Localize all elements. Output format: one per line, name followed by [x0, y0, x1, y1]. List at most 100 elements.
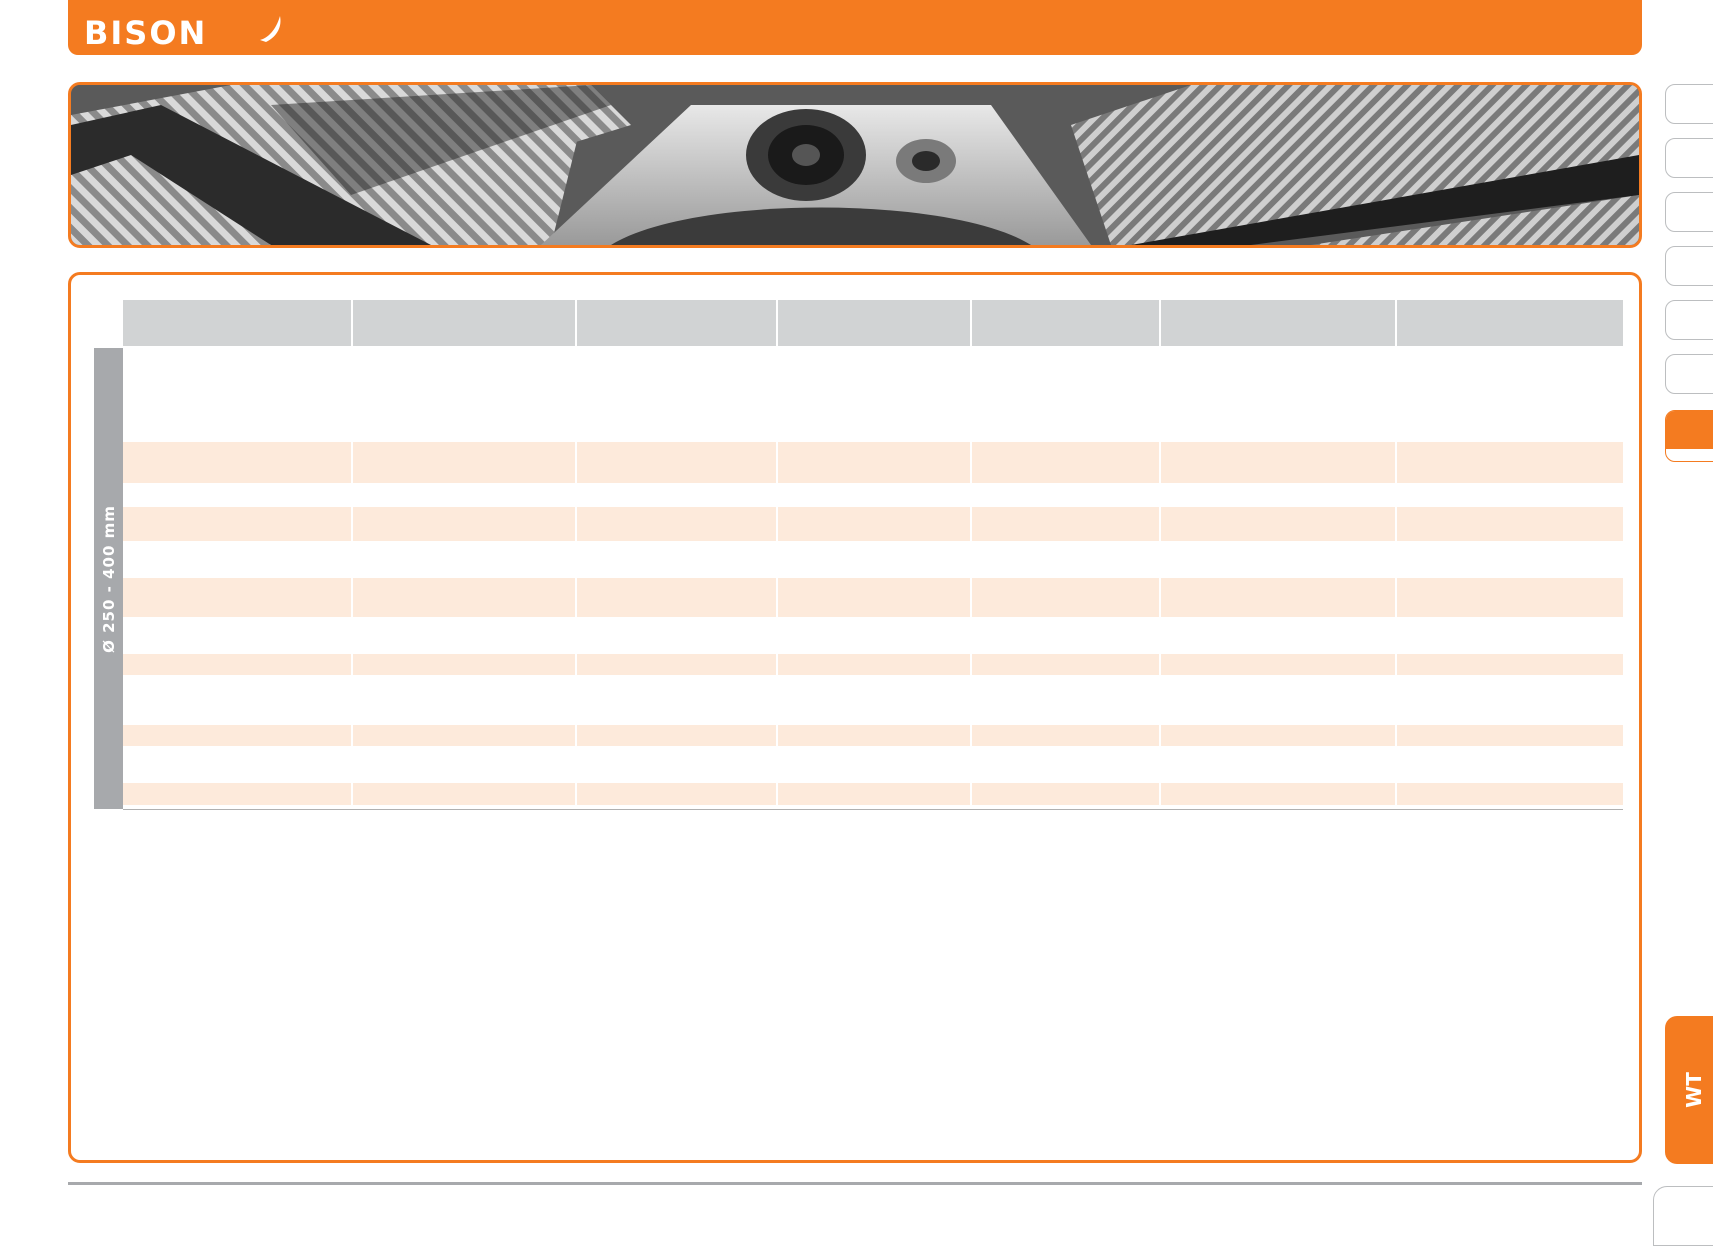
- table-cell: [353, 346, 577, 442]
- table-cell: [1161, 654, 1397, 675]
- table-cell: [577, 541, 778, 578]
- chapter-tab-1[interactable]: [1665, 84, 1713, 124]
- table-cell: [1397, 725, 1621, 746]
- table-cell: [1397, 783, 1621, 805]
- table-row: [123, 675, 1623, 725]
- table-cell: [778, 617, 972, 654]
- table-header-cell: [1397, 300, 1621, 346]
- table-cell: [123, 783, 353, 805]
- table-cell: [123, 578, 353, 617]
- table-cell: [577, 578, 778, 617]
- table-cell: [577, 654, 778, 675]
- table-cell: [123, 746, 353, 783]
- table-cell: [1397, 507, 1621, 541]
- table-cell: [972, 746, 1161, 783]
- chapter-tab-5[interactable]: [1665, 300, 1713, 340]
- table-cell: [353, 442, 577, 483]
- specification-table-panel: Ø 250 - 400 mm: [68, 272, 1642, 1163]
- spec-table: [123, 300, 1623, 805]
- chapter-tab-wt[interactable]: WT: [1665, 1016, 1713, 1164]
- table-cell: [1397, 578, 1621, 617]
- table-bottom-rule: [123, 809, 1623, 810]
- table-cell: [577, 746, 778, 783]
- table-cell: [577, 346, 778, 442]
- table-cell: [778, 541, 972, 578]
- table-cell: [1161, 442, 1397, 483]
- chapter-tabs: WT: [1663, 0, 1713, 1240]
- table-cell: [972, 617, 1161, 654]
- diameter-range-label: Ø 250 - 400 mm: [94, 348, 123, 809]
- table-cell: [123, 541, 353, 578]
- table-cell: [577, 675, 778, 725]
- table-cell: [353, 541, 577, 578]
- table-cell: [1161, 783, 1397, 805]
- table-cell: [778, 725, 972, 746]
- table-cell: [1397, 442, 1621, 483]
- table-row: [123, 442, 1623, 483]
- table-cell: [577, 783, 778, 805]
- footer-rule: [68, 1182, 1642, 1185]
- header-bar: BISON: [68, 0, 1642, 55]
- table-header-cell: [353, 300, 577, 346]
- table-header-cell: [577, 300, 778, 346]
- table-cell: [123, 442, 353, 483]
- table-cell: [1161, 746, 1397, 783]
- table-cell: [778, 507, 972, 541]
- chapter-tab-4[interactable]: [1665, 246, 1713, 286]
- table-row: [123, 483, 1623, 507]
- table-row: [123, 725, 1623, 746]
- table-cell: [123, 507, 353, 541]
- table-cell: [778, 578, 972, 617]
- table-cell: [972, 783, 1161, 805]
- chapter-tab-2[interactable]: [1665, 138, 1713, 178]
- table-cell: [1161, 675, 1397, 725]
- table-cell: [1397, 617, 1621, 654]
- table-row: [123, 746, 1623, 783]
- table-cell: [972, 654, 1161, 675]
- page-corner-tab: [1653, 1186, 1713, 1246]
- table-cell: [123, 617, 353, 654]
- table-cell: [1161, 617, 1397, 654]
- table-cell: [778, 483, 972, 507]
- table-cell: [353, 578, 577, 617]
- table-cell: [778, 783, 972, 805]
- table-cell: [353, 483, 577, 507]
- table-cell: [1397, 654, 1621, 675]
- table-cell: [353, 507, 577, 541]
- table-row: [123, 617, 1623, 654]
- table-cell: [778, 654, 972, 675]
- table-cell: [353, 675, 577, 725]
- table-cell: [778, 675, 972, 725]
- table-cell: [123, 483, 353, 507]
- table-cell: [123, 346, 353, 442]
- table-header-row: [123, 300, 1623, 346]
- table-cell: [577, 507, 778, 541]
- chapter-tab-6[interactable]: [1665, 354, 1713, 394]
- table-cell: [1161, 578, 1397, 617]
- table-cell: [972, 507, 1161, 541]
- table-cell: [778, 442, 972, 483]
- table-cell: [1397, 541, 1621, 578]
- chapter-tab-active[interactable]: [1665, 410, 1713, 462]
- table-cell: [1161, 507, 1397, 541]
- table-cell: [1397, 746, 1621, 783]
- table-cell: [123, 654, 353, 675]
- table-cell: [577, 725, 778, 746]
- table-cell: [972, 541, 1161, 578]
- table-cell: [353, 725, 577, 746]
- table-header-cell: [1161, 300, 1397, 346]
- table-cell: [353, 783, 577, 805]
- table-cell: [353, 617, 577, 654]
- table-cell: [353, 746, 577, 783]
- table-row: [123, 346, 1623, 442]
- table-row: [123, 541, 1623, 578]
- table-cell: [353, 654, 577, 675]
- chapter-tab-3[interactable]: [1665, 192, 1713, 232]
- table-cell: [1161, 725, 1397, 746]
- table-cell: [972, 346, 1161, 442]
- table-row: [123, 654, 1623, 675]
- table-cell: [972, 483, 1161, 507]
- table-cell: [1161, 483, 1397, 507]
- table-cell: [972, 725, 1161, 746]
- chuck-jaw-photo: [71, 85, 1639, 245]
